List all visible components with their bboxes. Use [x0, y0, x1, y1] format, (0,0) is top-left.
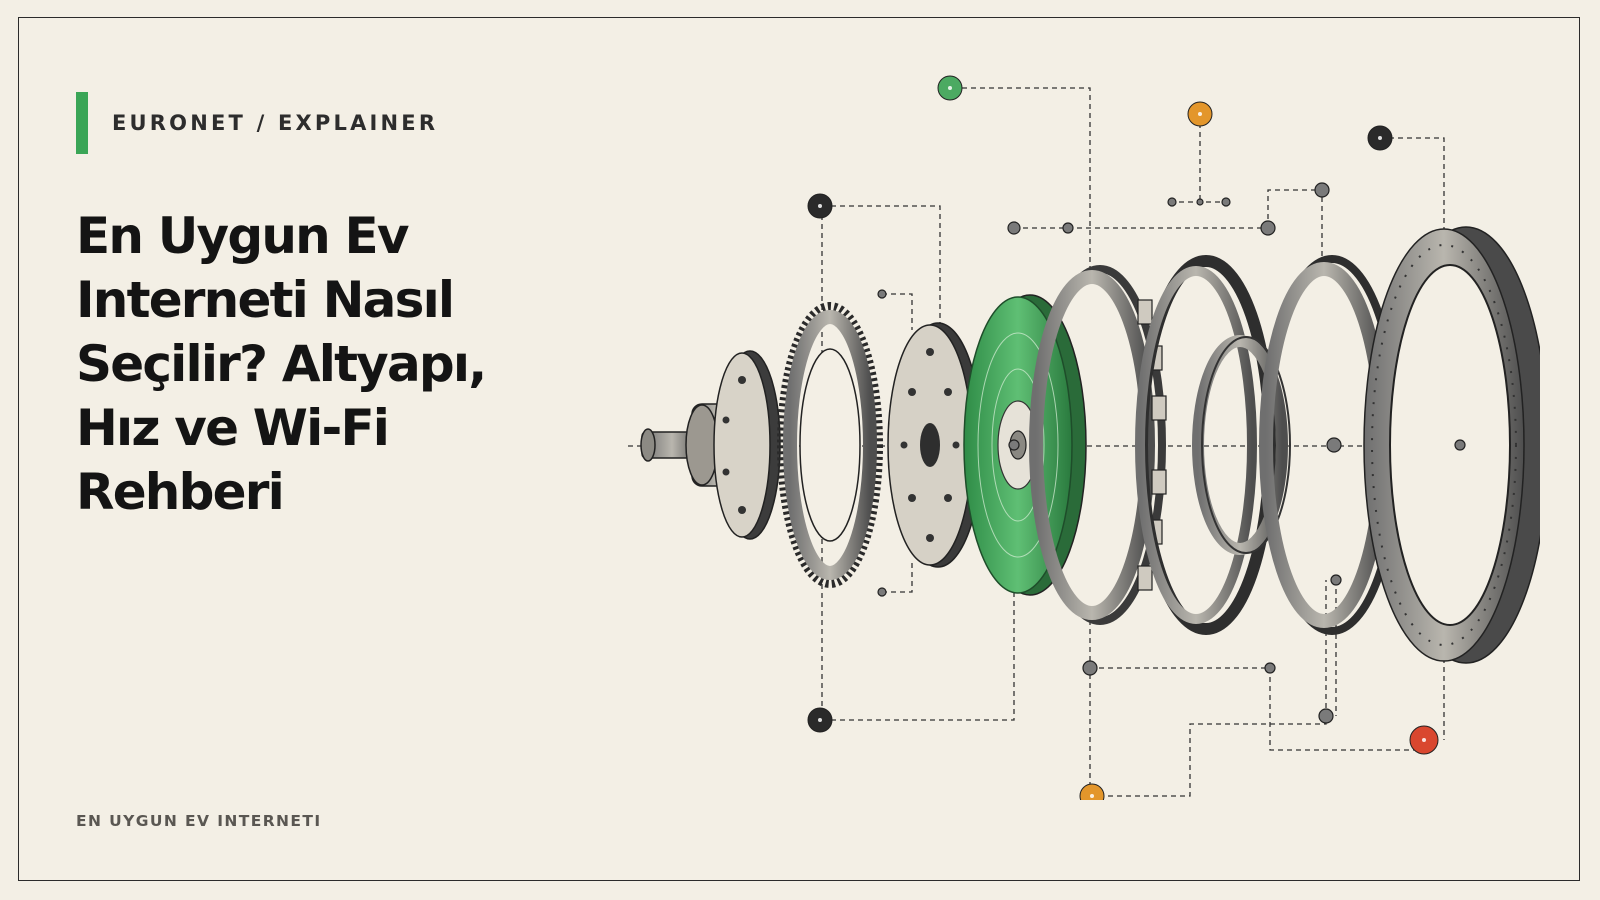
footer-label: EN UYGUN EV INTERNETI: [76, 812, 322, 830]
page-title: En Uygun Ev Interneti Nasıl Seçilir? Alt…: [76, 207, 487, 521]
gear-ring-icon: [777, 302, 883, 588]
flange-disc-icon: [713, 350, 781, 540]
accent-bar: [76, 92, 88, 154]
large-ring-icon: [1363, 226, 1540, 664]
colored-nodes: [807, 75, 1439, 800]
page-frame: [18, 17, 1580, 881]
perforated-disc-icon: [887, 322, 983, 568]
orange-node-icon: [1079, 783, 1105, 800]
junction-dots: [877, 182, 1466, 724]
green-disc-icon: [963, 294, 1087, 596]
exploded-diagram-illustration: [628, 75, 1540, 800]
kicker-label: EURONET / EXPLAINER: [112, 111, 439, 135]
